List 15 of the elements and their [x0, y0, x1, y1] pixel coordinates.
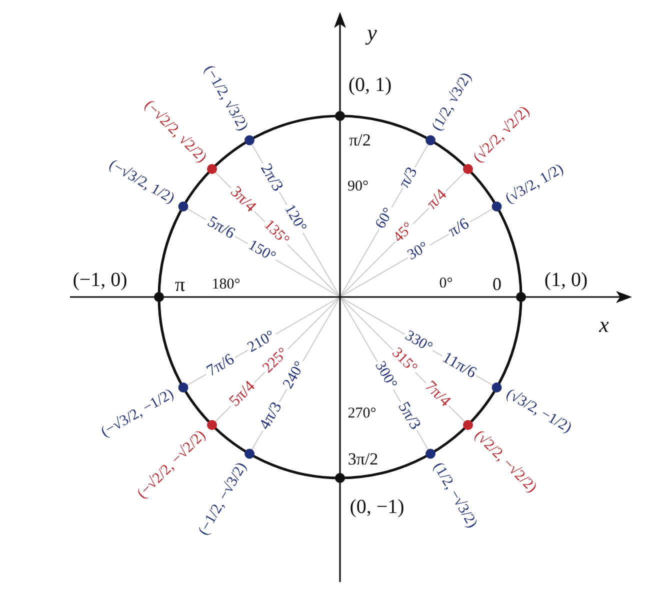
- radian-label: 0: [492, 275, 502, 293]
- coordinate-label: (0, 1): [348, 75, 392, 95]
- radian-label: π/2: [349, 132, 371, 148]
- degree-label: 180°: [212, 278, 240, 292]
- radian-label: 3π/2: [348, 450, 378, 468]
- axis-label: x: [599, 314, 609, 336]
- radian-label: π: [174, 275, 186, 295]
- coordinate-label: (−1, 0): [72, 270, 128, 290]
- degree-label: 270°: [348, 406, 376, 422]
- axis-label: y: [367, 22, 377, 44]
- degree-label: 90°: [348, 180, 368, 194]
- coordinate-label: (0, −1): [350, 497, 404, 517]
- coordinate-label: (1, 0): [544, 270, 588, 290]
- coordinate-label: (√3/2, 1/2): [503, 162, 566, 207]
- degree-label: 0°: [439, 276, 453, 292]
